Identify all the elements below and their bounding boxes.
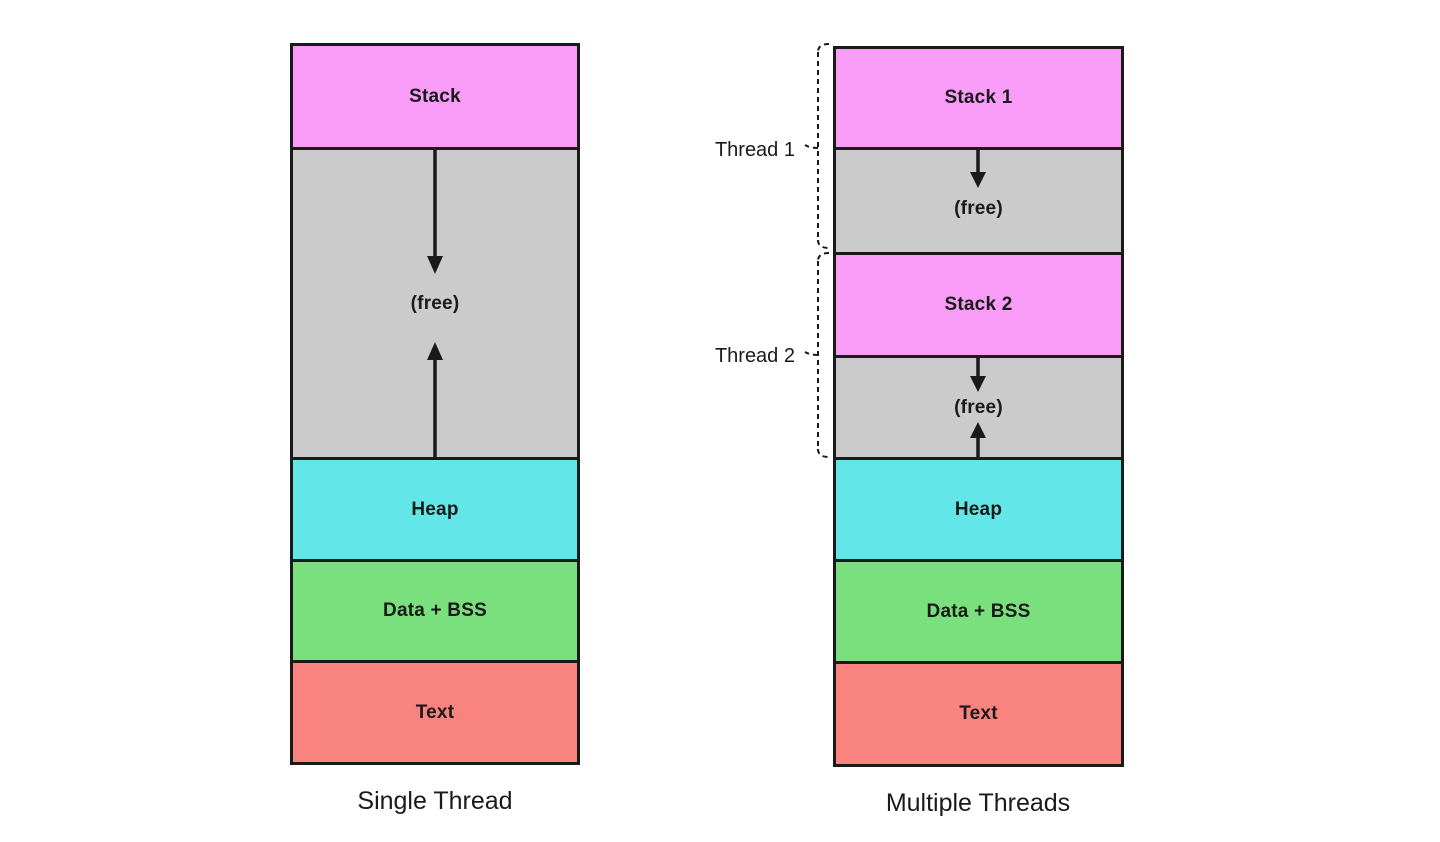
thread-1-bracket xyxy=(804,43,830,249)
segment-label-data-bss: Data + BSS xyxy=(383,600,487,621)
arrow-down-icon xyxy=(970,358,986,392)
arrow-down-icon xyxy=(427,150,443,274)
memory-segment-free: (free) xyxy=(293,150,577,460)
arrow-up-icon xyxy=(427,342,443,457)
segment-label-free-1: (free) xyxy=(954,198,1003,219)
segment-label-free-2: (free) xyxy=(954,396,1003,418)
multiple-threads-caption: Multiple Threads xyxy=(885,789,1071,817)
segment-label-free: (free) xyxy=(410,292,460,314)
memory-segment-text: Text xyxy=(293,663,577,762)
memory-segment-text: Text xyxy=(836,664,1121,764)
memory-segment-heap: Heap xyxy=(293,460,577,562)
thread-1-label: Thread 1 xyxy=(714,139,795,161)
segment-label-heap: Heap xyxy=(411,498,459,520)
memory-segment-heap: Heap xyxy=(836,460,1121,562)
segment-label-stack-2: Stack 2 xyxy=(944,294,1013,315)
memory-segment-free-2: (free) xyxy=(836,358,1121,460)
arrow-up-icon xyxy=(970,422,986,457)
thread-2-label: Thread 2 xyxy=(714,345,795,367)
memory-segment-stack-2: Stack 2 xyxy=(836,255,1121,358)
thread-2-bracket xyxy=(804,252,830,458)
multiple-threads-memory-column: Stack 1 (free) Stack 2 xyxy=(833,46,1124,767)
segment-label-stack-1: Stack 1 xyxy=(944,87,1013,108)
memory-segment-data-bss: Data + BSS xyxy=(836,562,1121,664)
arrow-down-icon xyxy=(970,150,986,188)
segment-label-text: Text xyxy=(415,701,455,723)
memory-segment-free-1: (free) xyxy=(836,150,1121,255)
segment-label-text: Text xyxy=(959,703,998,724)
thread-brackets xyxy=(804,43,830,458)
memory-segment-stack: Stack xyxy=(293,46,577,150)
segment-label-stack: Stack xyxy=(409,85,461,107)
segment-label-data-bss: Data + BSS xyxy=(926,600,1031,622)
single-thread-caption: Single Thread xyxy=(357,787,513,815)
single-thread-memory-column: Stack (free) Heap Data + BSS Text xyxy=(290,43,580,765)
memory-segment-data-bss: Data + BSS xyxy=(293,562,577,663)
segment-label-heap: Heap xyxy=(954,498,1003,520)
memory-segment-stack-1: Stack 1 xyxy=(836,49,1121,150)
